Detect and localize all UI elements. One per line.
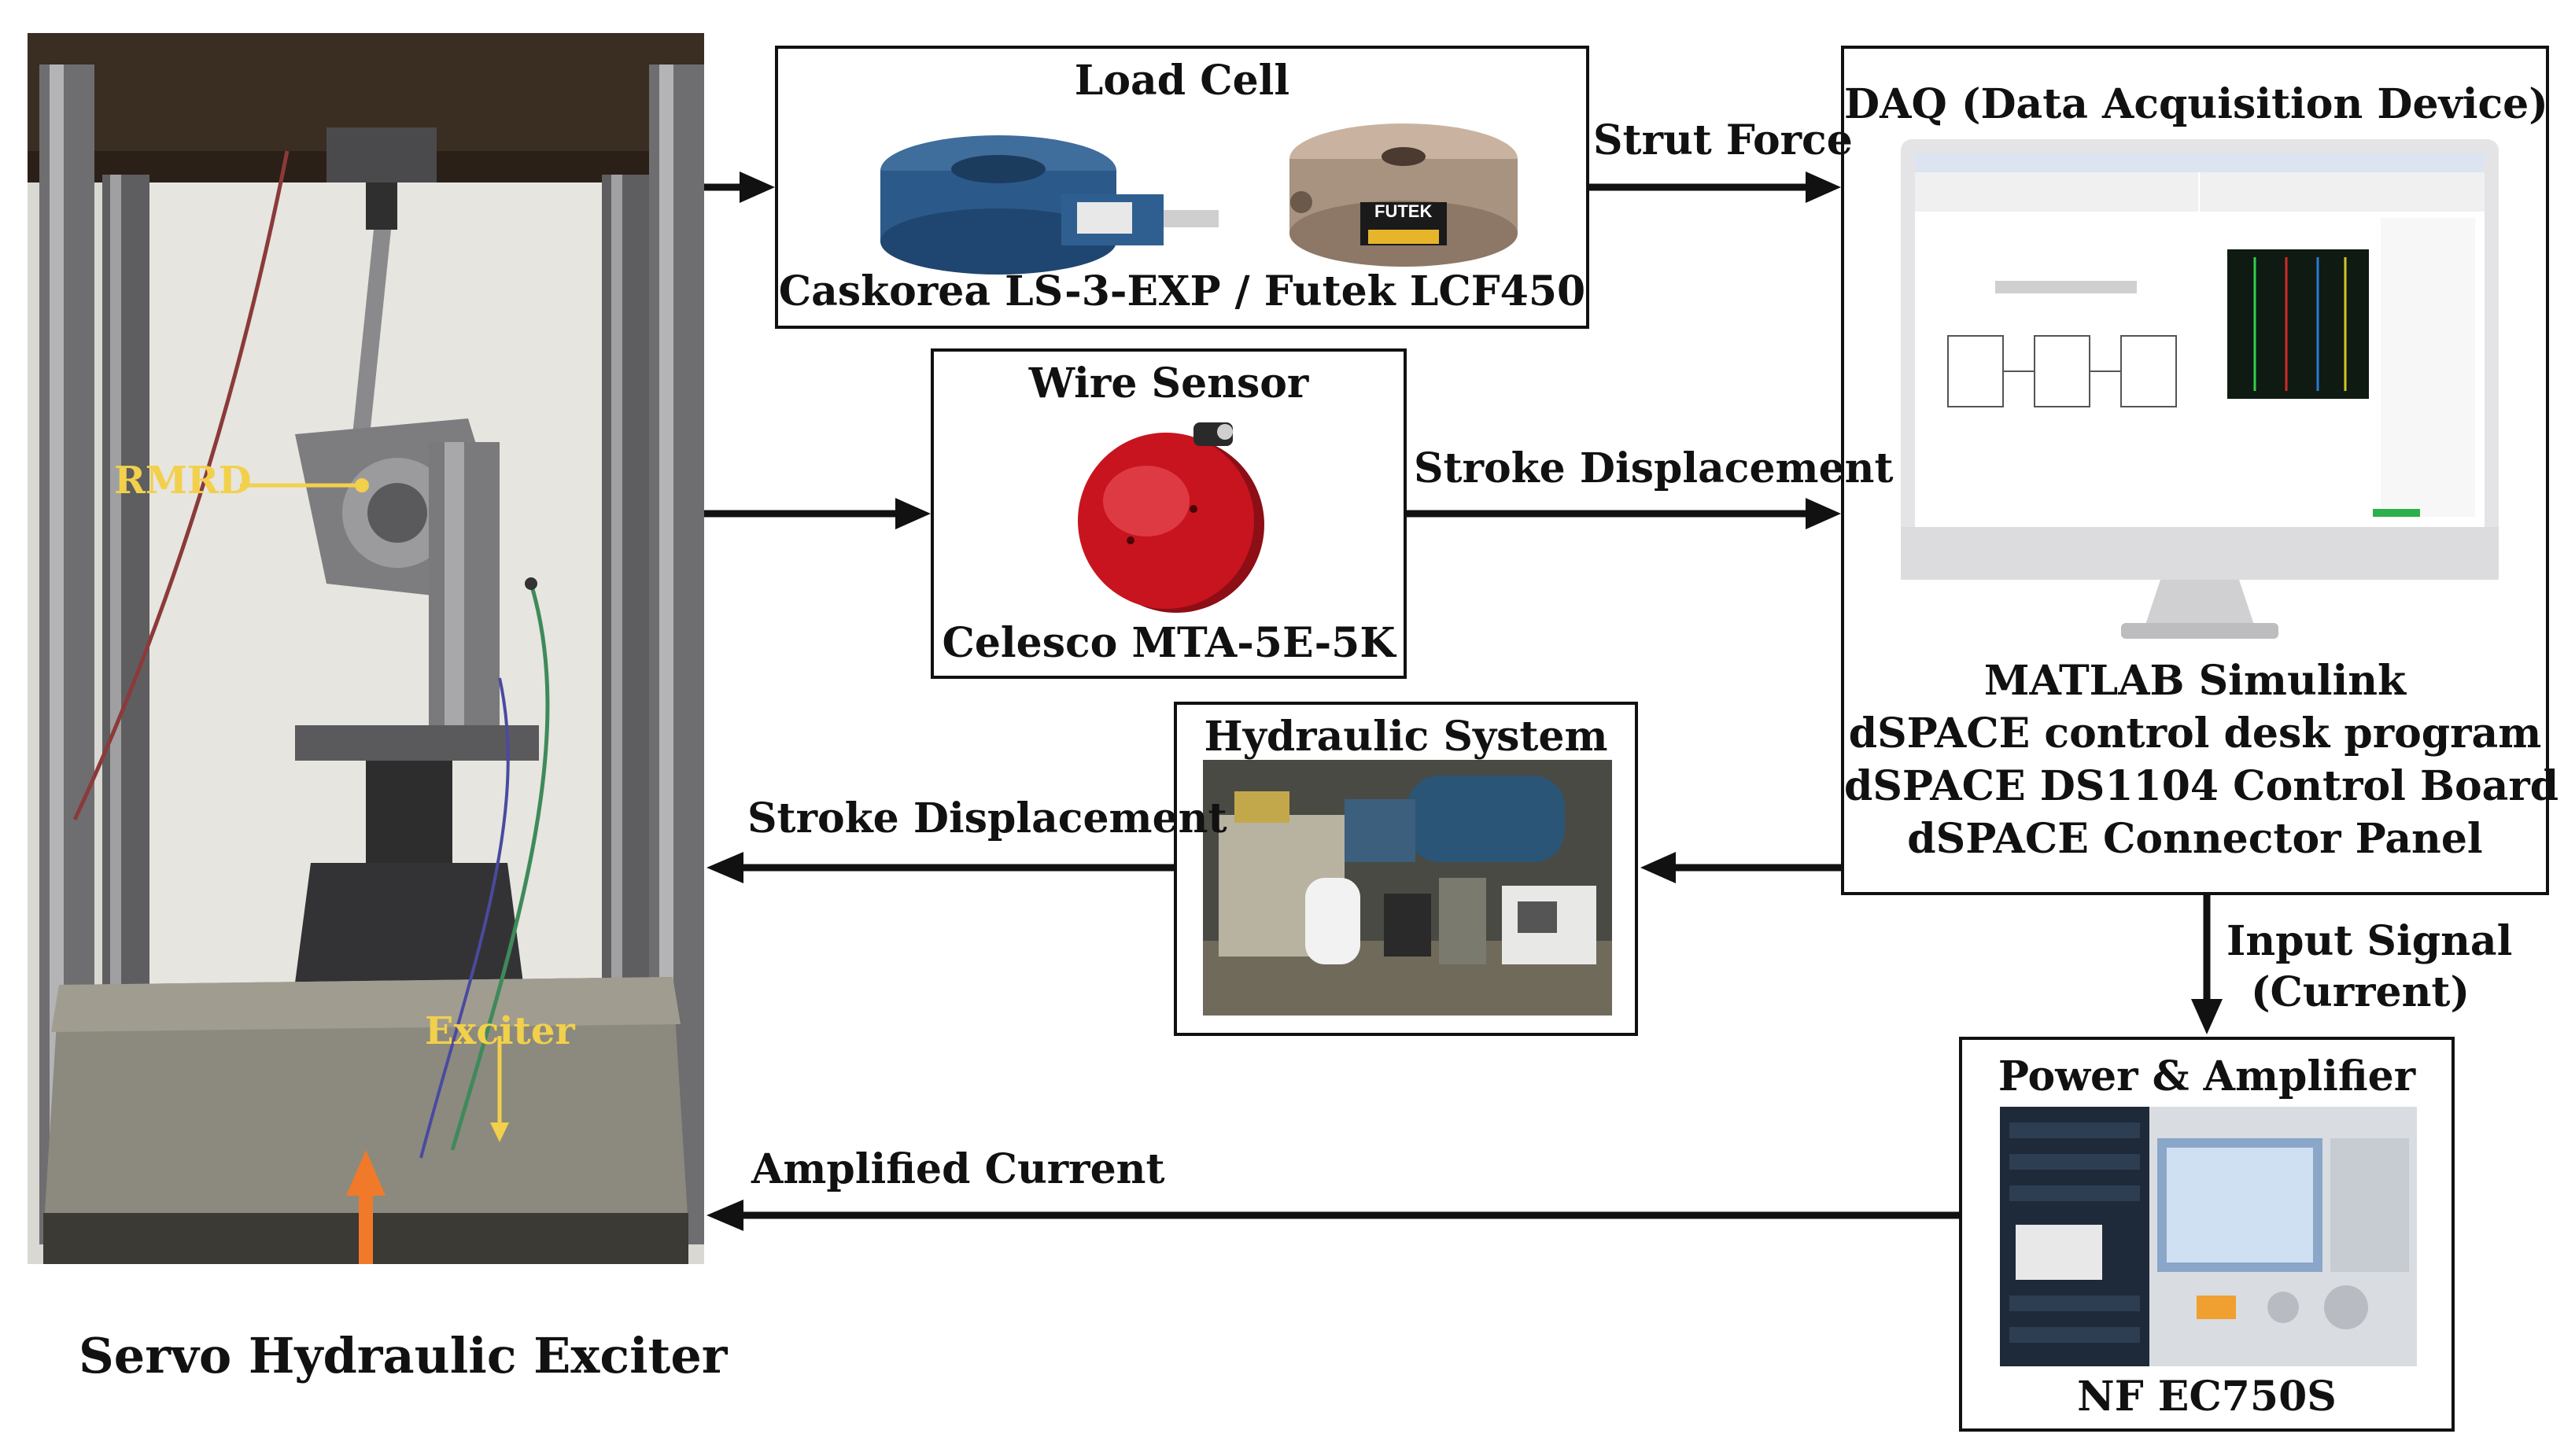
arrow-input-signal [2191, 895, 2223, 1034]
nf-amplifier-image [2000, 1107, 2417, 1366]
hydraulic-system-image [1203, 760, 1612, 1016]
wire-sensor-caption: Celesco MTA-5E-5K [942, 619, 1396, 667]
hydraulic-system-title: Hydraulic System [1204, 713, 1608, 761]
daq-line-connector-panel: dSPACE Connector Panel [1907, 815, 2483, 863]
load-cell-title: Load Cell [1074, 57, 1290, 105]
caskorea-load-cell-image [880, 135, 1219, 275]
arrow-daq-to-hydraulic [1640, 852, 1841, 883]
test-rig-illustration [28, 33, 704, 1264]
wire-sensor-box: Wire Sensor Celesco MTA-5E-5K [931, 348, 1407, 679]
test-rig-photo: RMRD Exciter [28, 33, 704, 1264]
daq-line-matlab: MATLAB Simulink [1983, 657, 2407, 705]
arrow-stroke-displacement-mid [706, 852, 1174, 883]
daq-box: DAQ (Data Acquisition Device) MATLAB Sim… [1841, 46, 2559, 895]
celesco-wire-sensor-image [1078, 422, 1264, 613]
daq-monitor-image [1901, 139, 2499, 639]
arrow-rig-to-load-cell [704, 171, 775, 203]
stroke-displacement-top-label: Stroke Displacement [1414, 444, 1894, 492]
daq-line-control-board: dSPACE DS1104 Control Board [1844, 762, 2559, 810]
exciter-label: Exciter [425, 1009, 575, 1053]
futek-load-cell-image [1289, 123, 1518, 267]
futek-mark: FUTEK [1374, 201, 1433, 221]
arrow-rig-to-wire-sensor [704, 498, 931, 529]
stroke-displacement-mid-label: Stroke Displacement [747, 794, 1227, 842]
daq-line-control-desk: dSPACE control desk program [1848, 710, 2542, 757]
load-cell-caption: Caskorea LS-3-EXP / Futek LCF450 [778, 267, 1586, 315]
power-amplifier-title: Power & Amplifier [1998, 1052, 2416, 1100]
arrow-stroke-displacement-top [1407, 498, 1841, 529]
power-amplifier-caption: NF EC750S [2077, 1373, 2337, 1421]
input-signal-label: Input Signal [2226, 917, 2513, 965]
power-amplifier-box: Power & Amplifier NF EC750S [1959, 1037, 2455, 1432]
arrow-amplified-current [706, 1200, 1959, 1231]
servo-hydraulic-exciter-caption: Servo Hydraulic Exciter [79, 1327, 728, 1384]
wire-sensor-title: Wire Sensor [1028, 359, 1309, 407]
input-signal-current-label: (Current) [2250, 968, 2470, 1016]
rmrd-label: RMRD [114, 459, 252, 503]
amplified-current-label: Amplified Current [751, 1145, 1165, 1193]
daq-title: DAQ (Data Acquisition Device) [1844, 80, 2548, 128]
hydraulic-system-box: Hydraulic System [1174, 702, 1638, 1036]
load-cell-box: Load Cell FUTEK Caskorea LS-3-EXP / Fute… [775, 46, 1589, 329]
strut-force-label: Strut Force [1593, 116, 1853, 164]
arrow-strut-force [1589, 171, 1841, 203]
